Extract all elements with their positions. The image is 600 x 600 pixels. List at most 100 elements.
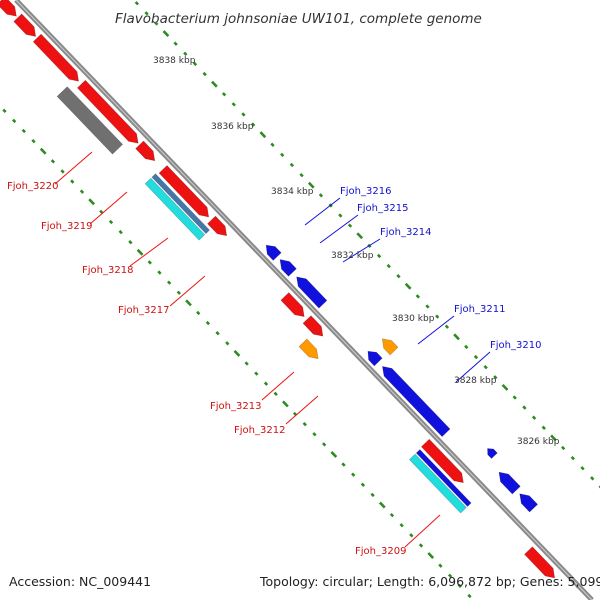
tick-mark bbox=[99, 209, 104, 215]
gene-label-fjoh-3216[interactable]: Fjoh_3216 bbox=[340, 186, 391, 197]
tick-mark bbox=[254, 371, 259, 376]
gene-feature[interactable] bbox=[524, 546, 556, 579]
gene-feature[interactable] bbox=[382, 366, 451, 438]
gene-label-fjoh-3214[interactable]: Fjoh_3214 bbox=[380, 227, 431, 238]
gene-feature[interactable] bbox=[32, 33, 79, 82]
tick-mark bbox=[192, 61, 198, 67]
tick-mark bbox=[370, 492, 375, 498]
tick-mark bbox=[396, 274, 401, 279]
gene-feature[interactable] bbox=[296, 276, 328, 309]
tick-mark bbox=[183, 51, 188, 56]
gene-feature[interactable] bbox=[158, 165, 210, 218]
gene-label-fjoh-3219[interactable]: Fjoh_3219 bbox=[41, 221, 92, 232]
tick-mark bbox=[570, 455, 575, 461]
tick-mark bbox=[211, 80, 218, 88]
tick-mark bbox=[39, 147, 47, 155]
leader-line bbox=[129, 237, 169, 267]
leader-line bbox=[417, 315, 455, 345]
scale-label-3832: 3832 kbp bbox=[331, 251, 374, 261]
gene-label-fjoh-3217[interactable]: Fjoh_3217 bbox=[118, 305, 169, 316]
gene-feature[interactable] bbox=[144, 177, 206, 241]
gene-feature[interactable] bbox=[302, 315, 324, 337]
tick-mark bbox=[202, 71, 207, 77]
tick-mark bbox=[173, 41, 178, 46]
gene-feature[interactable] bbox=[420, 438, 464, 484]
tick-mark bbox=[360, 482, 366, 487]
gene-label-fjoh-3218[interactable]: Fjoh_3218 bbox=[82, 265, 133, 276]
gene-feature[interactable] bbox=[151, 173, 210, 235]
gene-feature[interactable] bbox=[13, 13, 37, 37]
tick-mark bbox=[280, 152, 285, 158]
tick-mark bbox=[376, 253, 382, 259]
gene-label-fjoh-3213[interactable]: Fjoh_3213 bbox=[210, 401, 261, 412]
gene-feature[interactable] bbox=[0, 0, 17, 17]
leader-line bbox=[342, 238, 381, 263]
tick-mark bbox=[136, 248, 144, 256]
tick-mark bbox=[415, 294, 420, 299]
tick-mark bbox=[473, 354, 479, 360]
gene-feature[interactable] bbox=[519, 493, 539, 513]
gene-feature[interactable] bbox=[280, 292, 305, 317]
accession-text: Accession: NC_009441 bbox=[9, 574, 152, 589]
tick-mark bbox=[531, 415, 537, 420]
tick-mark bbox=[467, 593, 472, 599]
feature-layer bbox=[0, 0, 556, 579]
tick-mark bbox=[205, 320, 211, 326]
tick-mark bbox=[378, 501, 386, 509]
tick-mark bbox=[154, 21, 159, 26]
gene-label-fjoh-3220[interactable]: Fjoh_3220 bbox=[7, 181, 58, 192]
tick-mark bbox=[231, 102, 236, 107]
gene-feature[interactable] bbox=[415, 449, 472, 507]
tick-mark bbox=[483, 364, 488, 370]
tick-mark bbox=[418, 543, 424, 548]
genome-summary-text: Topology: circular; Length: 6,096,872 bp… bbox=[260, 574, 600, 589]
tick-mark bbox=[338, 213, 343, 218]
gene-label-fjoh-3215[interactable]: Fjoh_3215 bbox=[357, 203, 408, 214]
gene-label-fjoh-3209[interactable]: Fjoh_3209 bbox=[355, 546, 406, 557]
tick-mark bbox=[21, 128, 26, 134]
tick-mark bbox=[176, 290, 181, 295]
gene-feature[interactable] bbox=[381, 338, 399, 356]
gene-label-fjoh-3212[interactable]: Fjoh_3212 bbox=[234, 425, 285, 436]
gene-feature[interactable] bbox=[408, 453, 467, 514]
tick-mark bbox=[318, 193, 324, 198]
scale-label-3826: 3826 kbp bbox=[517, 437, 560, 447]
tick-mark bbox=[435, 314, 440, 319]
tick-mark bbox=[147, 260, 152, 265]
gene-feature[interactable] bbox=[298, 338, 319, 360]
tick-mark bbox=[118, 229, 123, 235]
tick-mark bbox=[493, 375, 498, 380]
gene-feature[interactable] bbox=[279, 259, 297, 277]
gene-label-fjoh-3210[interactable]: Fjoh_3210 bbox=[490, 340, 541, 351]
tick-mark bbox=[453, 333, 460, 341]
gene-feature[interactable] bbox=[498, 471, 521, 495]
gene-feature[interactable] bbox=[487, 448, 498, 459]
tick-mark bbox=[167, 280, 172, 285]
gene-feature[interactable] bbox=[56, 86, 124, 155]
tick-mark bbox=[464, 344, 469, 350]
tick-mark bbox=[299, 172, 304, 178]
leader-line bbox=[89, 191, 128, 225]
gene-label-fjoh-3211[interactable]: Fjoh_3211 bbox=[454, 304, 505, 315]
tick-mark bbox=[302, 421, 307, 427]
tick-mark bbox=[79, 189, 85, 194]
map-title: Flavobacterium johnsoniae UW101, complet… bbox=[115, 11, 482, 27]
tick-mark bbox=[322, 442, 327, 447]
scale-label-3838: 3838 kbp bbox=[153, 56, 196, 66]
tick-mark bbox=[60, 169, 65, 174]
gene-feature[interactable] bbox=[367, 350, 383, 367]
gene-feature[interactable] bbox=[265, 244, 282, 261]
tick-mark bbox=[225, 341, 230, 346]
gene-feature[interactable] bbox=[207, 215, 228, 237]
tick-mark bbox=[501, 383, 509, 391]
gene-feature[interactable] bbox=[76, 79, 139, 144]
gene-feature[interactable] bbox=[135, 140, 156, 162]
tick-mark bbox=[389, 512, 395, 518]
leader-line bbox=[169, 275, 206, 307]
tick-mark bbox=[386, 263, 391, 269]
scale-label-3836: 3836 kbp bbox=[211, 122, 254, 132]
tick-mark bbox=[425, 304, 430, 309]
leader-line bbox=[54, 151, 93, 185]
leader-line bbox=[319, 214, 359, 244]
